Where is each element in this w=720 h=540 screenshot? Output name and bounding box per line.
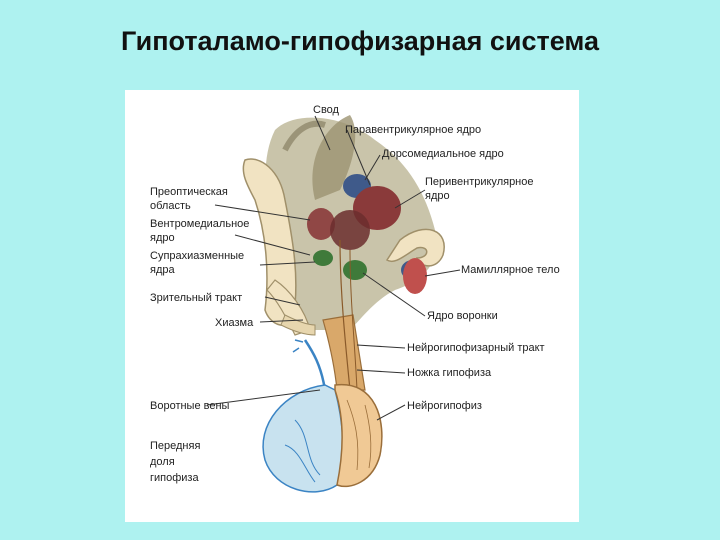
label-mamillary: Мамиллярное тело — [461, 264, 560, 276]
periventricular-nucleus — [330, 210, 370, 250]
label-infundibular: Ядро воронки — [427, 310, 498, 322]
label-pituitary-stalk: Ножка гипофиза — [407, 367, 491, 379]
hypothalamus-illustration — [125, 90, 579, 522]
anterior-pituitary — [263, 385, 343, 492]
label-neurohypophysis: Нейрогипофиз — [407, 400, 482, 412]
neurohypophysis — [335, 385, 382, 487]
portal-veins — [305, 340, 325, 390]
label-ventromedial-2: ядро — [150, 232, 175, 244]
label-periventricular-1: Перивентрикулярное — [425, 176, 534, 188]
label-ventromedial-1: Вентромедиальное — [150, 218, 249, 230]
label-fornix: Свод — [313, 104, 339, 116]
infundibular-nucleus — [343, 260, 367, 280]
label-suprachiasmatic-1: Супрахиазменные — [150, 250, 244, 262]
mamillary-body — [403, 258, 427, 294]
label-chiasm: Хиазма — [215, 317, 253, 329]
label-portal-veins: Воротные вены — [150, 400, 229, 412]
label-suprachiasmatic-2: ядра — [150, 264, 175, 276]
label-anterior-3: гипофиза — [150, 472, 199, 484]
label-paraventricular: Паравентрикулярное ядро — [345, 124, 481, 136]
label-periventricular-2: ядро — [425, 190, 450, 202]
label-anterior-2: доля — [150, 456, 175, 468]
label-anterior-1: Передняя — [150, 440, 200, 452]
label-preoptic-1: Преоптическая — [150, 186, 228, 198]
suprachiasmatic-nucleus — [313, 250, 333, 266]
label-dorsomedial: Дорсомедиальное ядро — [382, 148, 504, 160]
slide-title: Гипоталамо-гипофизарная система — [0, 26, 720, 57]
label-optic-tract: Зрительный тракт — [150, 292, 242, 304]
label-neurohypophyseal-tract: Нейрогипофизарный тракт — [407, 342, 545, 354]
label-preoptic-2: область — [150, 200, 191, 212]
diagram-panel: Свод Паравентрикулярное ядро Дорсомедиал… — [125, 90, 579, 522]
